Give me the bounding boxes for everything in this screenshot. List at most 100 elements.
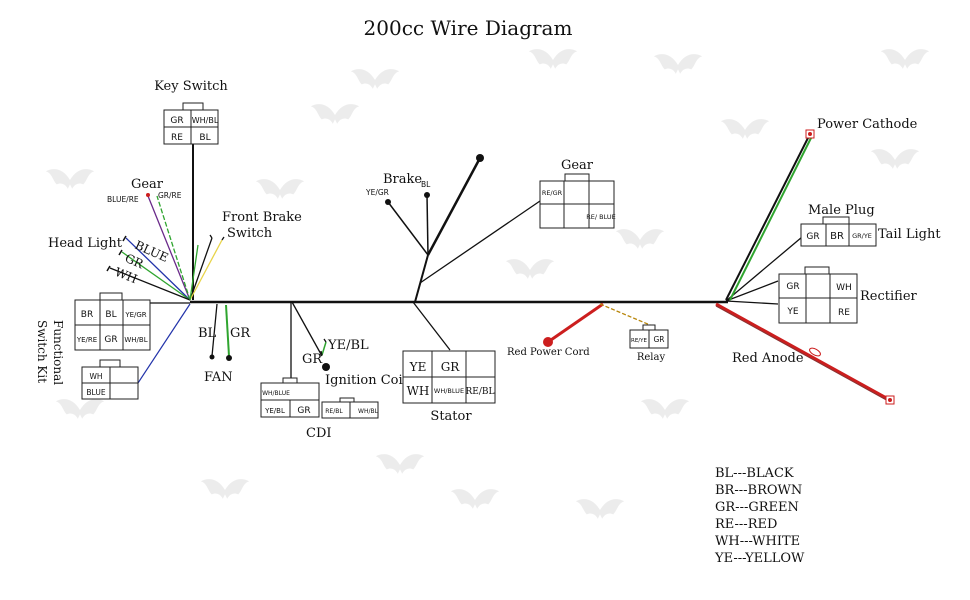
ignition-wire-a: YE/BL xyxy=(327,338,369,353)
bat-watermark-icon xyxy=(310,104,360,124)
gear-left: Gear BLUE/RE GR/RE xyxy=(107,177,182,204)
bat-watermark-icon xyxy=(255,179,305,199)
ignition-coil: YE/BL GR Ignition Coil xyxy=(302,338,407,388)
fan-wire-b: GR xyxy=(230,326,251,341)
front-brake-label-2: Switch xyxy=(227,226,273,241)
stator-cell-5: RE/BL xyxy=(466,387,495,397)
gear-left-label: Gear xyxy=(131,177,164,192)
gear-left-wire-b: GR/RE xyxy=(158,191,182,200)
functional-switch-cell-7: WH xyxy=(89,372,102,381)
functional-switch-cell-4: YE/RE xyxy=(76,336,97,344)
legend-item-2: BR---BROWN xyxy=(715,483,802,498)
male-plug-label: Male Plug xyxy=(808,203,875,218)
fan-label: FAN xyxy=(204,370,233,385)
rectifier-label: Rectifier xyxy=(860,289,918,304)
bat-watermark-icon xyxy=(720,119,770,139)
key-switch-label: Key Switch xyxy=(154,79,228,94)
legend-item-1: BL---BLACK xyxy=(715,466,794,481)
red-power-cord-label: Red Power Cord xyxy=(507,347,590,358)
functional-switch-cell-1: BR xyxy=(81,310,93,320)
gear-right: Gear RE/GR RE/ BLUE xyxy=(539,158,616,229)
bat-watermark-icon xyxy=(450,489,500,509)
bat-watermark-icon xyxy=(375,454,425,474)
fan-wire-a: BL xyxy=(198,326,217,341)
key-switch-cell-1: GR xyxy=(170,116,183,126)
male-plug-cell-1: GR xyxy=(806,232,819,242)
red-anode-label: Red Anode xyxy=(732,351,804,366)
stator: YE GR WH WH/BLUE RE/BL Stator xyxy=(402,350,496,424)
bat-watermark-icon xyxy=(200,479,250,499)
power-wires xyxy=(547,133,891,403)
key-switch: Key Switch GR WH/BL RE BL xyxy=(154,79,228,145)
gear-right-label: Gear xyxy=(561,158,594,173)
bat-watermark-icon xyxy=(350,69,400,89)
bat-watermark-icon xyxy=(640,399,690,419)
gear-right-cell-2: RE/ BLUE xyxy=(586,213,616,221)
bat-watermark-icon xyxy=(615,229,665,249)
key-switch-cell-2: WH/BL xyxy=(192,116,219,125)
fan: BL GR FAN xyxy=(198,326,251,385)
terminal-dots xyxy=(146,129,895,405)
bat-watermark-icon xyxy=(528,49,578,69)
male-plug-cell-3: GR/YE xyxy=(852,232,872,240)
diagram-title: 200cc Wire Diagram xyxy=(364,16,573,40)
color-legend: BL---BLACK BR---BROWN GR---GREEN RE---RE… xyxy=(714,466,805,566)
legend-item-3: GR---GREEN xyxy=(715,500,799,515)
gear-left-wire-a: BLUE/RE xyxy=(107,195,139,204)
ignition-wire-b: GR xyxy=(302,352,323,367)
front-brake-switch: Front Brake Switch xyxy=(209,210,302,241)
cdi: WH/BLUE YE/BL GR RE/BL WH/BL CDI xyxy=(260,377,379,441)
functional-switch-cell-3: YE/GR xyxy=(124,311,146,319)
cdi-cell-3: GR xyxy=(297,406,310,416)
relay-cell-2: GR xyxy=(653,335,664,344)
legend-item-4: RE---RED xyxy=(715,517,777,532)
main-harness xyxy=(137,143,809,384)
head-light-label: Head Light xyxy=(48,236,123,251)
brake-wire-b: BL xyxy=(421,180,431,189)
functional-switch-cell-2: BL xyxy=(105,310,116,320)
relay: RE/YE GR Relay xyxy=(629,324,669,363)
functional-switch-cell-5: GR xyxy=(104,335,117,345)
brake-wire-a: YE/GR xyxy=(365,188,389,197)
rectifier-cell-1: GR xyxy=(786,282,799,292)
cdi-cell-5: WH/BL xyxy=(358,408,379,415)
functional-switch-label-1: Functional xyxy=(51,320,65,385)
power-cathode-label: Power Cathode xyxy=(817,117,918,132)
bat-watermark-icon xyxy=(55,399,105,419)
stator-cell-1: YE xyxy=(409,360,427,374)
brake: Brake YE/GR BL xyxy=(365,172,431,197)
cdi-cell-2: YE/BL xyxy=(264,407,285,415)
functional-switch-cell-6: WH/BL xyxy=(124,336,147,344)
rectifier-cell-2: WH xyxy=(836,283,852,293)
functional-switch-cell-8: BLUE xyxy=(86,388,105,397)
functional-switch-label-2: Switch Kit xyxy=(35,320,49,383)
bat-watermark-icon xyxy=(575,499,625,519)
key-switch-cell-3: RE xyxy=(171,133,183,143)
legend-item-6: YE---YELLOW xyxy=(714,551,805,566)
brake-label: Brake xyxy=(383,172,422,187)
watermark-layer xyxy=(45,49,930,519)
relay-cell-1: RE/YE xyxy=(631,338,648,344)
gear-right-cell-1: RE/GR xyxy=(542,189,563,197)
stator-cell-2: GR xyxy=(441,360,461,374)
relay-label: Relay xyxy=(637,352,666,363)
key-switch-cell-4: BL xyxy=(199,133,210,143)
cdi-cell-1: WH/BLUE xyxy=(262,390,290,397)
ignition-coil-label: Ignition Coil xyxy=(325,373,407,388)
bat-watermark-icon xyxy=(870,149,920,169)
bat-watermark-icon xyxy=(505,259,555,279)
legend-item-5: WH---WHITE xyxy=(715,534,800,549)
cdi-cell-4: RE/BL xyxy=(325,408,343,415)
left-node-wires xyxy=(109,195,327,357)
male-plug: Male Plug GR BR GR/YE Tail Light xyxy=(800,203,941,247)
stator-cell-4: WH/BLUE xyxy=(434,387,464,395)
bat-watermark-icon xyxy=(45,169,95,189)
rectifier-cell-4: RE xyxy=(838,308,850,318)
rectifier-cell-3: YE xyxy=(786,307,798,317)
tail-light-label: Tail Light xyxy=(878,227,941,242)
rectifier: GR WH YE RE Rectifier xyxy=(778,266,918,324)
functional-switch-kit: Functional Switch Kit BR BL YE/GR YE/RE … xyxy=(35,292,151,400)
stator-label: Stator xyxy=(430,409,472,424)
head-light: Head Light BLUE GR WH xyxy=(48,235,170,286)
cdi-label: CDI xyxy=(306,426,332,441)
